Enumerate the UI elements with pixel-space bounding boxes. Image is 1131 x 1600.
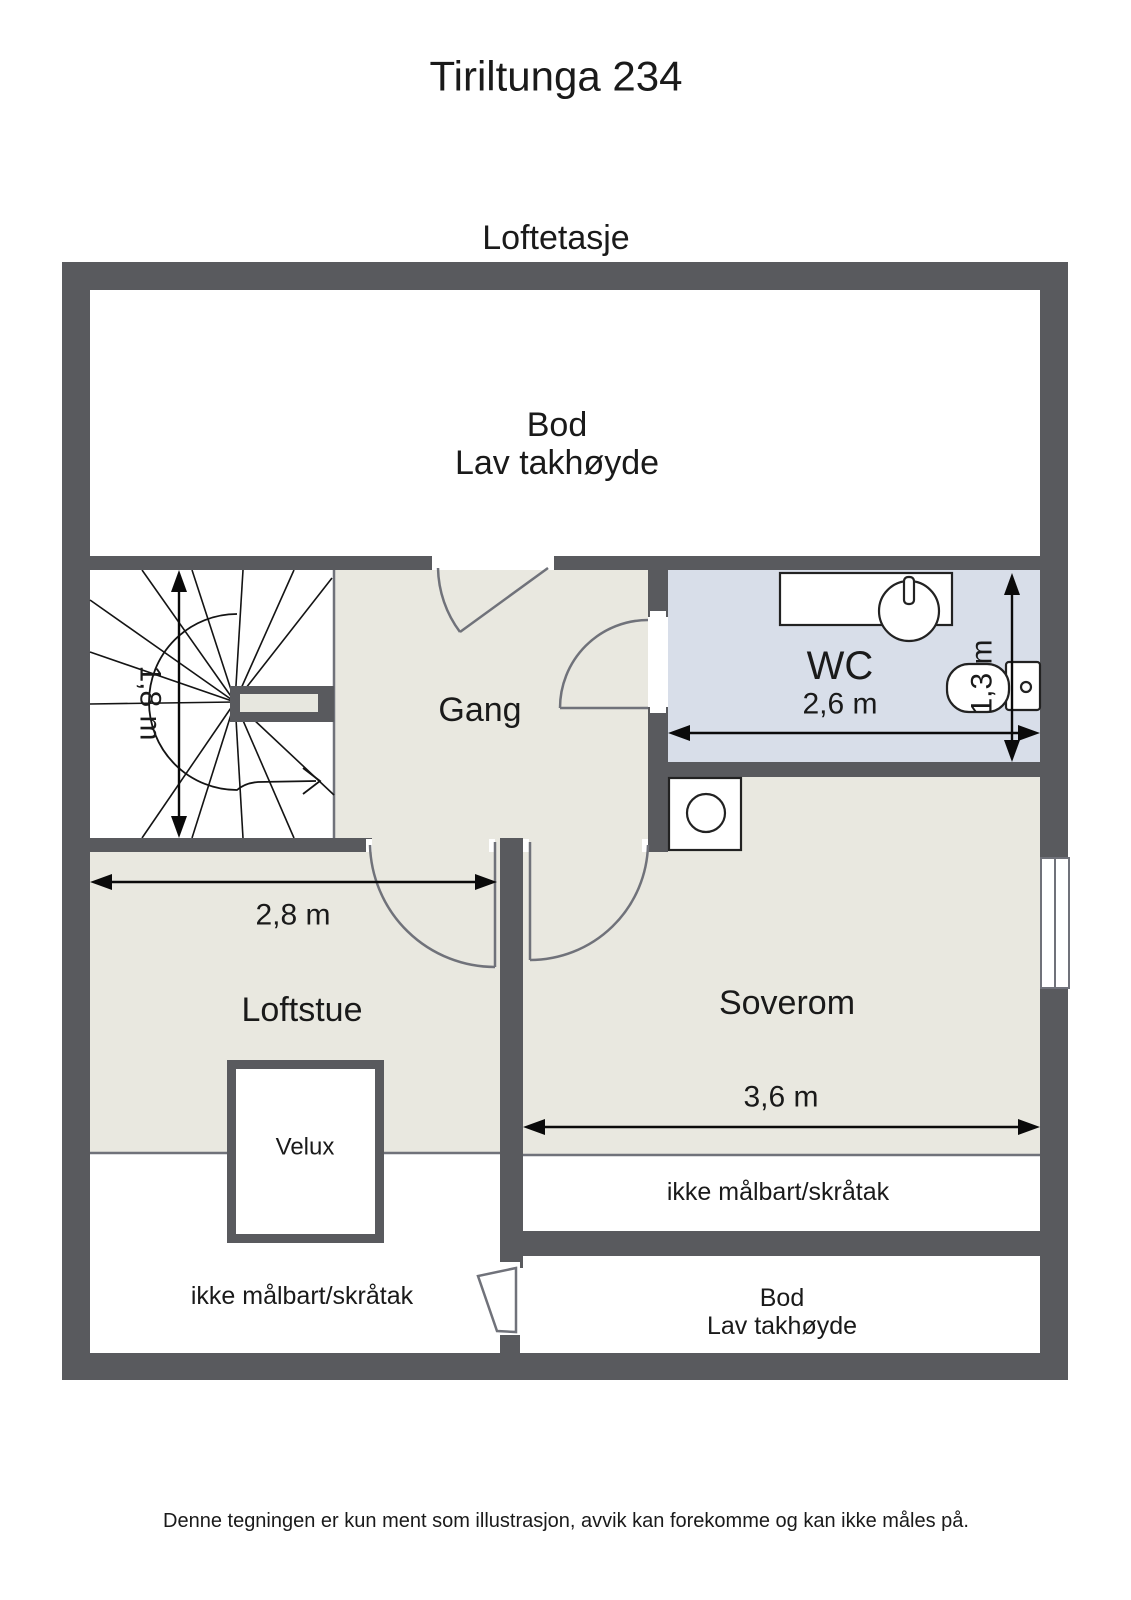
loftstue-label: Loftstue <box>242 991 363 1029</box>
door-bod-gang <box>436 566 549 634</box>
door-gang-wc <box>558 618 649 710</box>
velux-label: Velux <box>276 1134 335 1161</box>
door-gang-loftstue <box>368 842 497 969</box>
doors <box>368 566 650 1334</box>
soverom-dim-label: 3,6 m <box>743 1081 818 1114</box>
gang-label: Gang <box>438 691 521 729</box>
wc-width-label: 2,6 m <box>802 688 877 721</box>
dimension-wc-depth: 1,3 m <box>966 573 1020 762</box>
wall-wc-soverom <box>668 762 1040 777</box>
wc-label: WC <box>807 644 874 688</box>
bod-bottom-note: Lav takhøyde <box>707 1312 857 1340</box>
bod-bottom-label: Bod <box>760 1284 804 1312</box>
dimension-stairs: 1,8 m <box>134 570 187 838</box>
stairs-dim-label: 1,8 m <box>134 665 167 740</box>
wall-soverom-bod <box>500 1231 1040 1256</box>
soverom-window <box>1040 857 1070 989</box>
stair-direction-arrow <box>302 767 322 795</box>
wall-loftstue-soverom <box>500 838 523 1268</box>
washing-machine-icon <box>667 776 743 852</box>
wall-below-stairs <box>90 838 372 852</box>
floor-fills <box>90 570 1040 1155</box>
bod-top-label: Bod <box>527 406 588 444</box>
page-title: Tiriltunga 234 <box>430 53 683 100</box>
room-gang-floor <box>334 570 648 838</box>
door-gang-soverom <box>528 842 650 962</box>
toilet-icon <box>945 660 1042 714</box>
room-soverom-floor <box>523 838 1040 1155</box>
faucet-icon <box>902 575 916 606</box>
wc-fixtures <box>778 571 1042 714</box>
sloped-ceiling-left-label: ikke målbart/skråtak <box>191 1282 414 1310</box>
stair-treads <box>89 569 335 839</box>
soverom-label: Soverom <box>719 984 855 1022</box>
disclaimer-text: Denne tegningen er kun ment som illustra… <box>163 1510 969 1532</box>
loftstue-dim-label: 2,8 m <box>255 899 330 932</box>
dimension-loftstue: 2,8 m <box>90 874 497 932</box>
staircase <box>89 569 335 839</box>
wc-depth-label: 1,3 m <box>966 639 999 714</box>
bod-top-note: Lav takhøyde <box>455 444 659 482</box>
interior-walls <box>90 556 1040 1355</box>
stair-railing-inner <box>240 694 318 712</box>
wall-below-bod-right <box>548 556 1040 570</box>
wall-below-bod-left <box>90 556 438 570</box>
stair-walk-line <box>148 613 317 791</box>
dimension-soverom: 3,6 m <box>523 1081 1040 1135</box>
wall-gang-wc-upper <box>648 556 668 617</box>
dimension-wc-width: 2,6 m <box>668 688 1040 741</box>
door-bod-bottom <box>476 1266 518 1334</box>
wall-gang-wc-lower <box>648 707 668 852</box>
sloped-ceiling-right-label: ikke målbart/skråtak <box>667 1178 890 1206</box>
velux-window: Velux <box>227 1060 384 1243</box>
floor-title: Loftetasje <box>482 219 629 257</box>
wall-stub-bottom <box>500 1335 520 1355</box>
